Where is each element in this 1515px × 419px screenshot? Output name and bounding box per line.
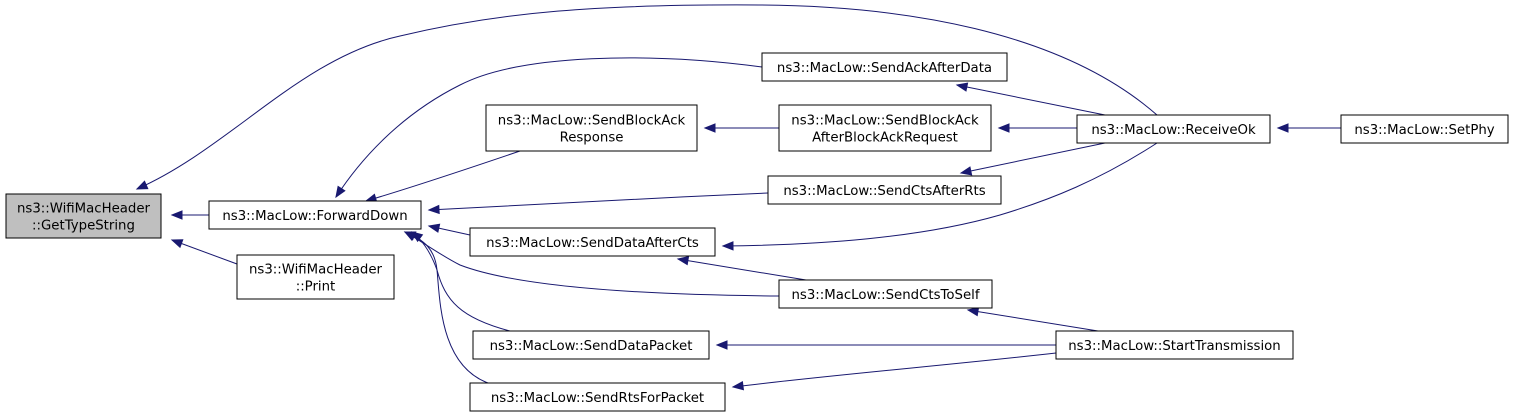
edge-arrowhead (427, 223, 441, 233)
edge-arrowhead (966, 306, 980, 317)
node-box (1076, 114, 1271, 144)
edge-line (335, 57, 763, 198)
edge-setphy-to-receiveok (1276, 123, 1341, 133)
node-label-line: Response (560, 131, 624, 146)
node-box (778, 104, 992, 152)
node-gettypestring[interactable]: ns3::WifiMacHeader::GetTypeString (5, 193, 162, 239)
node-senddatapacket[interactable]: ns3::MacLow::SendDataPacket (472, 330, 710, 360)
edges-layer (135, 4, 1341, 391)
edge-receiveok-to-gettypestring (135, 4, 1158, 190)
node-box (472, 330, 710, 360)
edge-line (967, 309, 1099, 332)
edge-line (404, 231, 780, 297)
edge-sendblockackresponse-to-forwarddown (364, 150, 521, 203)
node-label-line: ns3::MacLow::SendRtsForPacket (491, 391, 704, 406)
edge-receiveok-to-senddataaftercts (721, 142, 1158, 251)
edge-sendctsafterrts-to-forwarddown (427, 192, 769, 215)
node-box (469, 227, 716, 257)
edge-line (677, 258, 807, 281)
edge-line (956, 84, 1106, 116)
edge-line (722, 142, 1158, 247)
node-box (1055, 330, 1294, 360)
node-label-line: ns3::MacLow::SendCtsToSelf (791, 288, 979, 303)
node-receiveok[interactable]: ns3::MacLow::ReceiveOk (1076, 114, 1271, 144)
node-box (1340, 114, 1509, 144)
edge-sendrtsforpacket-to-forwarddown (403, 231, 489, 384)
node-label-line: ns3::MacLow::SendAckAfterData (777, 61, 992, 76)
node-label-line: ns3::MacLow::SendBlockAck (498, 114, 686, 129)
node-label-line: ns3::MacLow::SendDataPacket (490, 339, 693, 354)
edge-print-to-gettypestring (170, 239, 238, 265)
node-label-line: ns3::MacLow::SendDataAfterCts (486, 236, 699, 251)
edge-line (732, 352, 1057, 388)
node-box (761, 52, 1008, 82)
node-label-line: ns3::MacLow::StartTransmission (1068, 339, 1281, 354)
node-label-line: ns3::MacLow::SetPhy (1354, 123, 1494, 138)
edge-arrowhead (703, 123, 716, 133)
node-label-line: ns3::MacLow::ForwardDown (222, 209, 407, 224)
edge-arrowhead (997, 123, 1010, 133)
node-sendblockackafterblockackrequest[interactable]: ns3::MacLow::SendBlockAckAfterBlockAckRe… (778, 104, 992, 152)
edge-senddataaftercts-to-forwarddown (427, 223, 471, 236)
node-label-line: ::Print (296, 280, 336, 295)
edge-arrowhead (135, 180, 149, 190)
node-box (236, 254, 395, 300)
edge-line (171, 239, 238, 265)
edge-receiveok-to-sendblockackafterblockackrequest (997, 123, 1077, 133)
node-box (485, 104, 698, 152)
edge-arrowhead (427, 204, 440, 215)
node-forwarddown[interactable]: ns3::MacLow::ForwardDown (208, 200, 422, 230)
node-setphy[interactable]: ns3::MacLow::SetPhy (1340, 114, 1509, 144)
nodes-layer: ns3::WifiMacHeader::GetTypeStringns3::Ma… (5, 52, 1509, 412)
edge-starttransmission-to-senddatapacket (715, 340, 1056, 350)
edge-starttransmission-to-sendctstoself (966, 306, 1099, 332)
node-label-line: ns3::MacLow::ReceiveOk (1091, 123, 1256, 138)
node-box (767, 175, 1002, 205)
node-label-line: AfterBlockAckRequest (812, 131, 958, 146)
edge-sendctstoself-to-senddataaftercts (676, 256, 807, 281)
edge-arrowhead (715, 340, 728, 350)
node-sendctsafterrts[interactable]: ns3::MacLow::SendCtsAfterRts (767, 175, 1002, 205)
edge-sendblockackafterblockackrequest-to-sendblockackresponse (703, 123, 779, 133)
node-box (208, 200, 422, 230)
edge-arrowhead (676, 256, 690, 266)
node-senddataaftercts[interactable]: ns3::MacLow::SendDataAfterCts (469, 227, 716, 257)
edge-receiveok-to-sendackafterdata (955, 82, 1106, 116)
edge-arrowhead (170, 239, 184, 249)
edge-line (136, 4, 1158, 190)
node-box (5, 193, 162, 239)
edge-arrowhead (721, 241, 734, 251)
edge-arrowhead (959, 166, 973, 176)
edge-line (365, 150, 521, 202)
node-sendctstoself[interactable]: ns3::MacLow::SendCtsToSelf (778, 279, 993, 309)
node-box (469, 382, 726, 412)
node-label-line: ::GetTypeString (32, 219, 135, 234)
node-label-line: ns3::MacLow::SendBlockAck (791, 114, 979, 129)
edge-starttransmission-to-sendrtsforpacket (731, 352, 1057, 391)
node-box (778, 279, 993, 309)
edge-line (404, 231, 489, 384)
node-starttransmission[interactable]: ns3::MacLow::StartTransmission (1055, 330, 1294, 360)
edge-arrowhead (335, 185, 346, 199)
edge-forwarddown-to-gettypestring (170, 210, 209, 220)
node-print[interactable]: ns3::WifiMacHeader::Print (236, 254, 395, 300)
edge-arrowhead (1276, 123, 1289, 133)
edge-arrowhead (731, 381, 745, 391)
node-label-line: ns3::WifiMacHeader (17, 202, 151, 217)
edge-line (960, 142, 1106, 174)
edge-arrowhead (403, 231, 417, 241)
edge-arrowhead (170, 210, 183, 220)
node-sendackafterdata[interactable]: ns3::MacLow::SendAckAfterData (761, 52, 1008, 82)
edge-receiveok-to-sendctsafterrts (959, 142, 1106, 176)
edge-line (428, 192, 769, 211)
node-label-line: ns3::WifiMacHeader (249, 263, 383, 278)
edge-sendackafterdata-to-forwarddown (335, 57, 763, 199)
edge-arrowhead (955, 82, 969, 92)
node-sendrtsforpacket[interactable]: ns3::MacLow::SendRtsForPacket (469, 382, 726, 412)
node-label-line: ns3::MacLow::SendCtsAfterRts (783, 184, 985, 199)
